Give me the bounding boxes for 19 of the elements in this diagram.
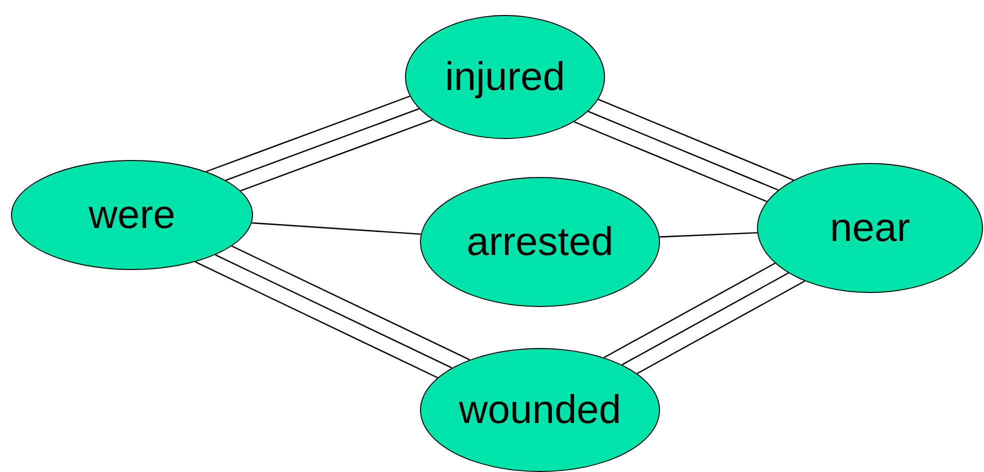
connector-line — [660, 232, 758, 238]
node-label: wounded — [458, 388, 622, 432]
connector-line — [598, 98, 794, 181]
node-label: injured — [444, 54, 566, 100]
connector-line — [588, 110, 778, 191]
connector-line — [215, 254, 452, 368]
connector-line — [636, 280, 806, 374]
connector-line — [195, 261, 438, 378]
node-label: were — [88, 192, 176, 238]
connector-line — [574, 121, 768, 202]
node-label: arrested — [466, 220, 614, 264]
connector-line — [232, 246, 470, 360]
node-label: near — [830, 206, 910, 250]
connector-line — [622, 272, 789, 366]
connector-line — [252, 222, 421, 235]
connector-line — [240, 119, 433, 192]
connector-line — [604, 262, 776, 358]
connector-line — [226, 108, 420, 181]
connector-line — [206, 96, 410, 172]
